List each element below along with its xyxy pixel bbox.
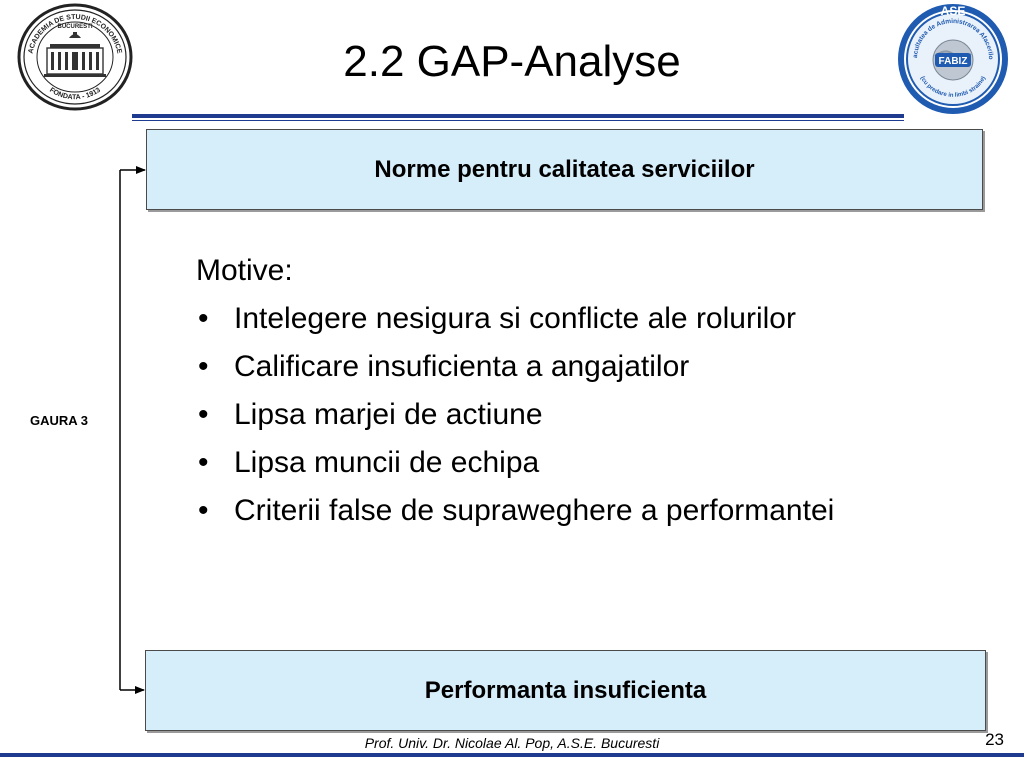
service-quality-norms-box: Norme pentru calitatea serviciilor <box>146 129 983 210</box>
top-box-label: Norme pentru calitatea serviciilor <box>374 155 755 183</box>
reason-text: Lipsa muncii de echipa <box>234 446 540 479</box>
footer-divider <box>0 753 1024 757</box>
page-number: 23 <box>985 730 1004 749</box>
reason-text: Lipsa marjei de actiune <box>234 398 543 431</box>
svg-text:ASE: ASE <box>941 4 966 18</box>
reason-item: • Lipsa muncii de echipa <box>196 444 976 482</box>
bullet-icon: • <box>198 350 209 383</box>
bullet-icon: • <box>198 446 209 479</box>
motive-block: Motive: • Intelegere nesigura si conflic… <box>196 252 976 540</box>
reason-item: • Calificare insuficienta a angajatilor <box>196 348 976 386</box>
fabiz-emblem-logo: ASE Facultatea de Administrarea Afaceril… <box>893 0 1011 116</box>
reason-text: Criterii false de supraweghere a perform… <box>234 494 835 527</box>
reason-item: • Lipsa marjei de actiune <box>196 396 976 434</box>
bullet-icon: • <box>198 398 209 431</box>
globe-emblem-icon: ASE Facultatea de Administrarea Afaceril… <box>893 0 1008 114</box>
svg-text:BUCURESTI: BUCURESTI <box>57 24 92 30</box>
header-divider-thick <box>132 114 904 118</box>
university-seal-logo: ACADEMIA DE STUDII ECONOMICE BUCURESTI F… <box>16 2 134 112</box>
insufficient-performance-box: Performanta insuficienta <box>145 650 986 731</box>
university-building-icon: ACADEMIA DE STUDII ECONOMICE BUCURESTI F… <box>17 3 133 111</box>
bottom-box-label: Performanta insuficienta <box>424 676 707 704</box>
bullet-icon: • <box>198 494 209 527</box>
slide-title: 2.2 GAP-Analyse <box>343 37 681 86</box>
header-divider-thin <box>132 120 904 121</box>
reason-list: • Intelegere nesigura si conflicte ale r… <box>196 300 976 530</box>
gap-label: GAURA 3 <box>30 413 89 428</box>
bullet-icon: • <box>198 302 209 335</box>
reason-text: Calificare insuficienta a angajatilor <box>234 350 690 383</box>
motive-heading: Motive: <box>196 254 293 287</box>
footer-author: Prof. Univ. Dr. Nicolae Al. Pop, A.S.E. … <box>364 735 660 751</box>
svg-text:FABIZ: FABIZ <box>939 56 968 67</box>
reason-item: • Criterii false de supraweghere a perfo… <box>196 492 976 530</box>
reason-item: • Intelegere nesigura si conflicte ale r… <box>196 300 976 338</box>
reason-text: Intelegere nesigura si conflicte ale rol… <box>234 302 796 335</box>
